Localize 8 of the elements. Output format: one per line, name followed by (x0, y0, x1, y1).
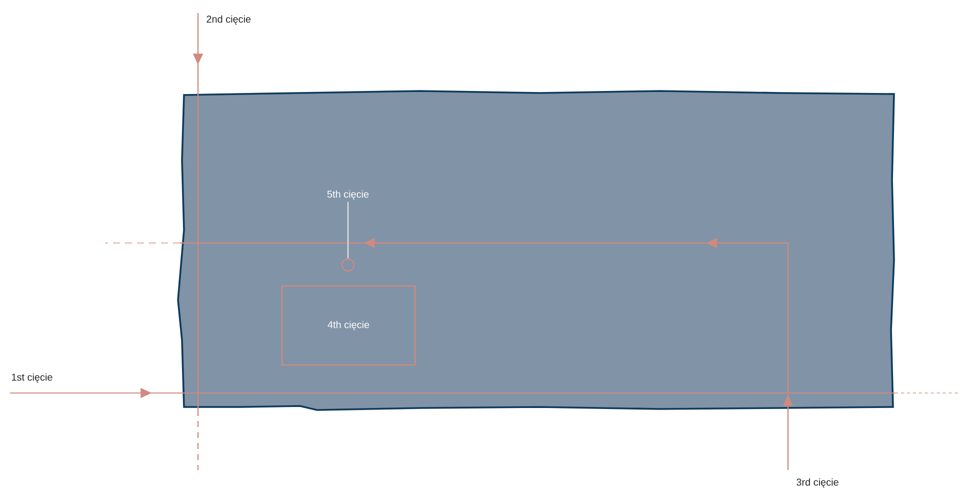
leader-line (347, 202, 349, 258)
cut-label: 5th cięcie (327, 190, 369, 200)
board-drawing (177, 90, 895, 411)
cut-label: 3rd cięcie (796, 478, 838, 488)
cut-label: 1st cięcie (12, 373, 52, 383)
cut-rectangle: 4th cięcie (281, 285, 416, 366)
drill-circle (341, 258, 355, 272)
cut-label: 2nd cięcie (206, 15, 251, 25)
